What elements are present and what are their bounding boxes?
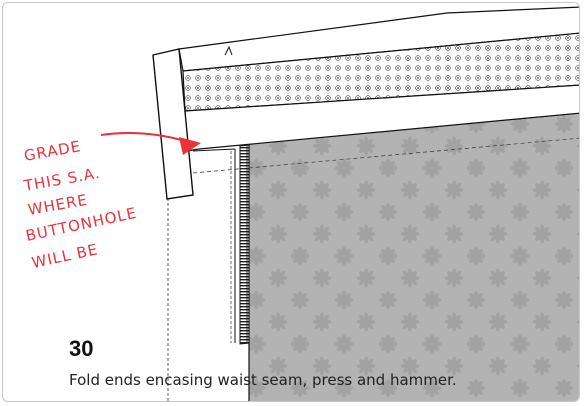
annotation-line: WILL BE [30,240,100,272]
annotation-line: GRADE [23,137,83,165]
step-number: 30 [69,336,94,361]
waistband-top [178,6,579,72]
arrow-head [179,137,201,155]
folded-end [152,48,194,200]
arrow-icon [100,132,186,142]
sewing-diagram: GRADE THIS S.A. WHERE BUTTONHOLE WILL BE [22,6,579,401]
zipper-icon [239,144,250,345]
illustration-frame: GRADE THIS S.A. WHERE BUTTONHOLE WILL BE… [2,2,580,402]
step-caption: Fold ends encasing waist seam, press and… [69,371,457,389]
annotation-line: THIS S.A. [22,164,102,195]
fabric-panel [248,112,579,401]
